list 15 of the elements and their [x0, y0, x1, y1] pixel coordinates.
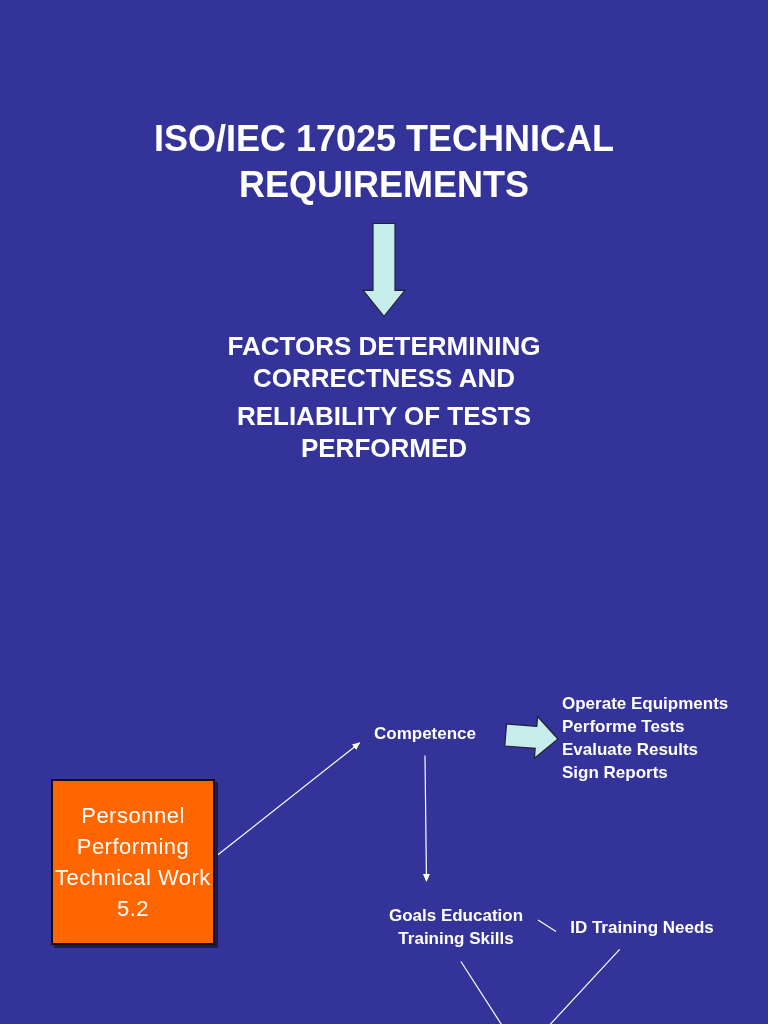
block-arrow	[504, 715, 559, 760]
node-label: ID Training Needs	[556, 917, 728, 941]
heading-text: FACTORS DETERMINING CORRECTNESS AND	[226, 330, 542, 394]
node-label: Competence	[362, 723, 488, 747]
block-arrow	[361, 222, 407, 318]
node-label: Goals Education Training Skills	[374, 904, 538, 950]
outcome-item: Sign Reports	[562, 762, 669, 784]
heading-text: RELIABILITY OF TESTS PERFORMED	[235, 400, 533, 464]
process-box: Personnel Performing Technical Work 5.2	[51, 779, 215, 945]
outcome-item: Operate Equipments	[562, 693, 730, 715]
outcome-item: Evaluate Results	[562, 739, 700, 761]
title-text: ISO/IEC 17025 TECHNICAL REQUIREMENTS	[60, 116, 708, 212]
outcome-item: Performe Tests	[562, 716, 686, 738]
arrow	[422, 754, 430, 882]
connector-line	[537, 919, 557, 932]
